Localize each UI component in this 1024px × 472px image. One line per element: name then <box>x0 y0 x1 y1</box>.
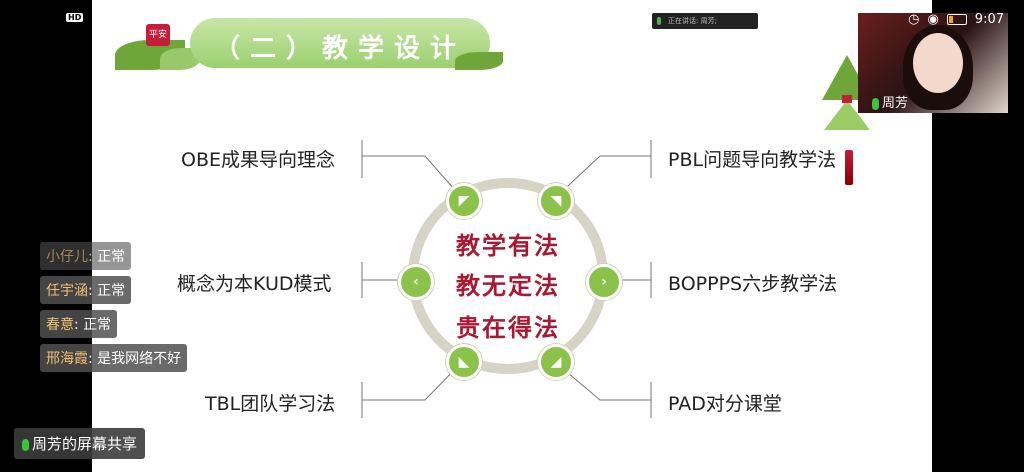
label-boppps: BOPPPS六步教学法 <box>668 273 838 295</box>
chat-message: 任宇涵: 正常 <box>40 276 132 304</box>
chat-message: 邢海霞: 是我网络不好 <box>40 344 188 372</box>
speaker-name: 周芳 <box>872 92 908 111</box>
speaker-face <box>913 33 963 93</box>
chat-message: 小仔儿: 正常 <box>40 242 132 270</box>
title-bar <box>190 18 490 68</box>
arrow-node-right-icon: › <box>586 264 622 300</box>
hd-badge: HD <box>66 13 84 22</box>
arrow-node-top-left-icon: ◤ <box>446 183 482 219</box>
arrow-node-top-right-icon: ◥ <box>538 183 574 219</box>
screen-share-label[interactable]: 周芳的屏幕共享 <box>14 428 146 459</box>
label-kud: 概念为本KUD模式 <box>177 273 332 295</box>
speaking-indicator: 正在讲话: 周芳; <box>652 13 758 29</box>
banner-leaf-small <box>160 48 200 70</box>
battery-icon <box>946 14 967 25</box>
arrow-node-bottom-right-icon: ◢ <box>538 344 574 380</box>
center-line-2: 教无定法 <box>456 272 560 300</box>
label-pad: PAD对分课堂 <box>668 393 782 415</box>
banner-leaf-right <box>455 52 503 70</box>
slide-title: （二）教学设计 <box>213 34 466 64</box>
arrow-node-left-icon: ‹ <box>398 264 434 300</box>
chat-message: 春意: 正常 <box>40 310 118 338</box>
label-tbl: TBL团队学习法 <box>205 393 336 415</box>
location-icon: ◉ <box>927 12 939 27</box>
status-right: ◷ ◉ 9:07 <box>908 12 1004 27</box>
tassel-decoration <box>845 150 853 185</box>
alarm-icon: ◷ <box>908 12 920 27</box>
center-line-3: 贵在得法 <box>456 314 560 342</box>
label-obe: OBE成果导向理念 <box>181 149 335 171</box>
center-line-1: 教学有法 <box>456 232 560 260</box>
status-left: HD <box>66 12 84 23</box>
mic-icon <box>22 438 29 451</box>
mic-icon <box>872 97 879 110</box>
clock: 9:07 <box>974 12 1004 27</box>
arrow-node-bottom-left-icon: ◣ <box>446 344 482 380</box>
badge-tag: 平安 <box>146 24 170 46</box>
label-pbl: PBL问题导向教学法 <box>668 149 837 171</box>
speaker-video[interactable] <box>858 13 1008 113</box>
